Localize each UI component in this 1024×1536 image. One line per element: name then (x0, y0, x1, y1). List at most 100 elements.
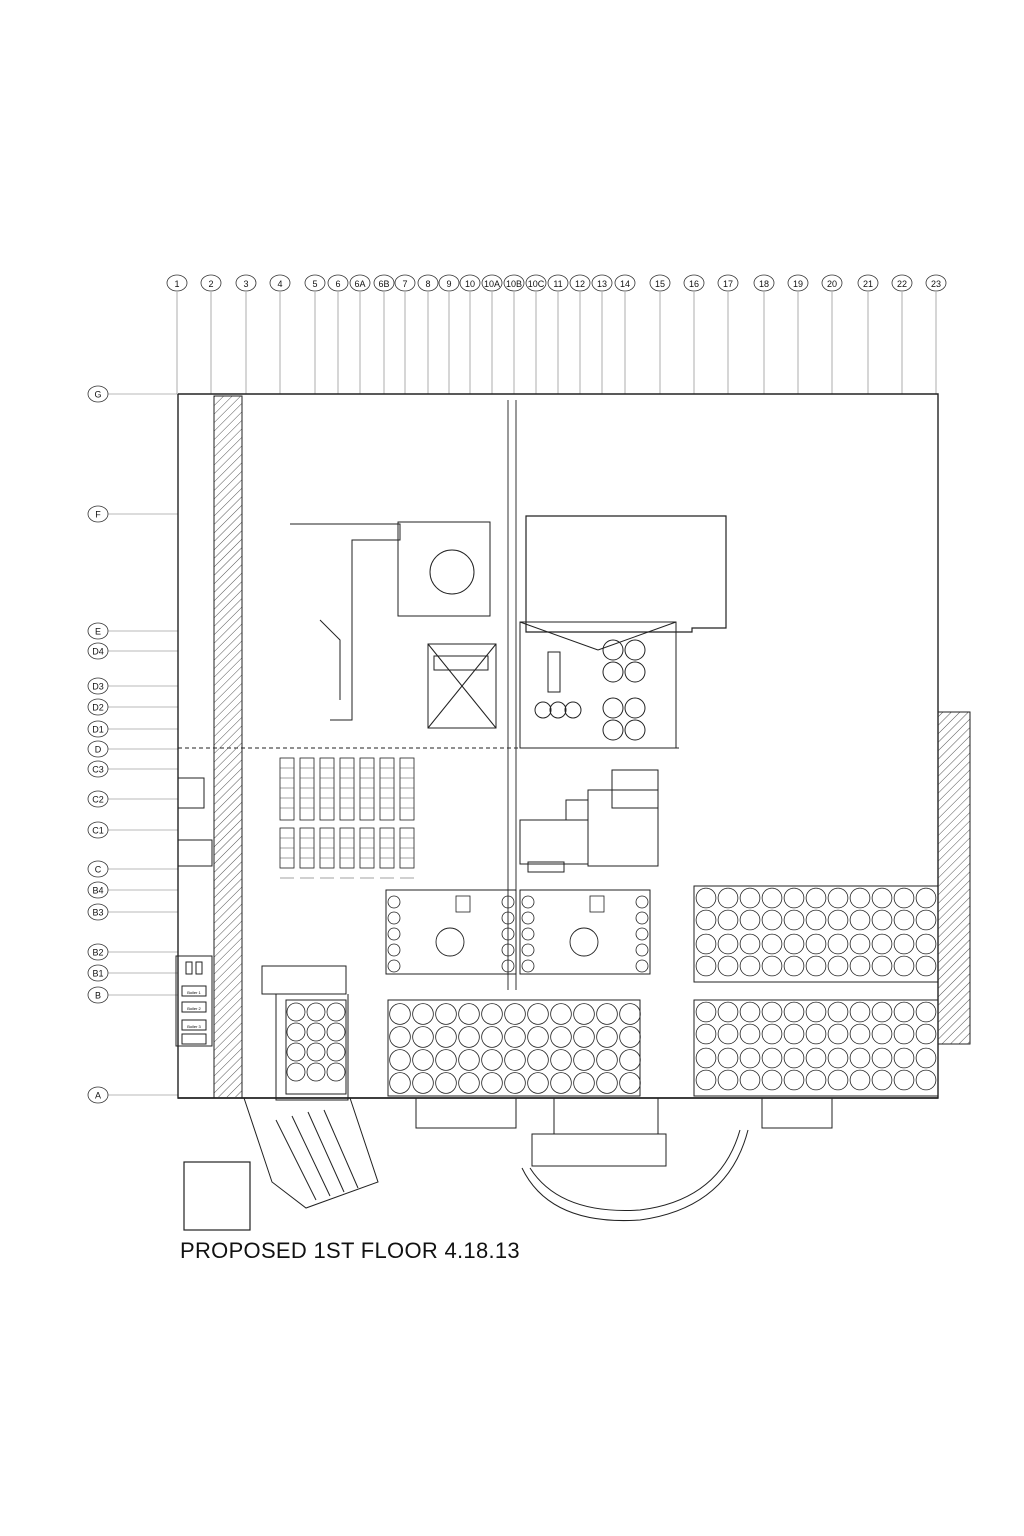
storage-tank (596, 1026, 618, 1048)
row-label: E (95, 627, 101, 637)
row-bubble: F (87, 505, 109, 523)
tank (387, 959, 401, 973)
storage-tank (717, 1047, 739, 1069)
storage-tank (573, 1003, 595, 1025)
storage-tank (849, 887, 871, 909)
tank (501, 927, 515, 941)
boiler-room (175, 777, 213, 1047)
storage-tank (306, 1002, 326, 1022)
column-bubble: 8 (417, 274, 439, 292)
row-label: A (95, 1091, 101, 1101)
column-bubble: 19 (787, 274, 809, 292)
storage-tank (871, 1069, 893, 1091)
row-label: B4 (92, 886, 103, 896)
south-annex (415, 1097, 833, 1222)
column-bubble: 3 (235, 274, 257, 292)
storage-tank (619, 1072, 641, 1094)
row-label: B1 (92, 969, 103, 979)
storage-tank (871, 933, 893, 955)
rack-bay (299, 757, 315, 821)
storage-tank (306, 1062, 326, 1082)
storage-tank (871, 955, 893, 977)
storage-tank (389, 1026, 411, 1048)
row-bubble: B1 (87, 964, 109, 982)
storage-tank (805, 1001, 827, 1023)
storage-tank (893, 1001, 915, 1023)
row-bubble: B3 (87, 903, 109, 921)
storage-tank (871, 887, 893, 909)
column-bubble: 6 (327, 274, 349, 292)
storage-tank (435, 1003, 457, 1025)
storage-tank (389, 1003, 411, 1025)
fermenter-room (385, 889, 517, 975)
storage-tank (893, 909, 915, 931)
storage-tank (458, 1072, 480, 1094)
storage-tank (717, 1001, 739, 1023)
tank (635, 911, 649, 925)
column-bubble: 10B (503, 274, 525, 292)
storage-tank (761, 1001, 783, 1023)
fermenter-rooms (385, 889, 651, 975)
storage-tank (761, 887, 783, 909)
rack-bay (379, 757, 395, 821)
storage-tank (915, 955, 937, 977)
storage-tank (527, 1049, 549, 1071)
row-label: D (95, 745, 102, 755)
storage-tank (481, 1072, 503, 1094)
column-bubble: 9 (438, 274, 460, 292)
column-bubble: 2 (200, 274, 222, 292)
tank (521, 927, 535, 941)
storage-tank (761, 909, 783, 931)
row-label: B2 (92, 948, 103, 958)
storage-tank (695, 1069, 717, 1091)
storage-tank (504, 1003, 526, 1025)
storage-tank (717, 955, 739, 977)
storage-tank (805, 1023, 827, 1045)
column-label: 4 (277, 279, 282, 289)
column-bubble: 23 (925, 274, 947, 292)
storage-tank (619, 1026, 641, 1048)
storage-tank (739, 1001, 761, 1023)
storage-tank (893, 955, 915, 977)
column-label: 10A (484, 279, 500, 289)
legend-box (183, 1161, 251, 1231)
row-bubble: B (87, 986, 109, 1004)
tank (521, 959, 535, 973)
row-bubble: B4 (87, 881, 109, 899)
storage-tank (286, 1002, 306, 1022)
column-bubble: 22 (891, 274, 913, 292)
tank (501, 943, 515, 957)
grid-lines (108, 292, 937, 1096)
storage-tank (739, 1069, 761, 1091)
storage-tank (739, 909, 761, 931)
drawing-title: PROPOSED 1ST FLOOR 4.18.13 (180, 1238, 520, 1263)
storage-tank (527, 1072, 549, 1094)
storage-tank (849, 1069, 871, 1091)
column-label: 15 (655, 279, 665, 289)
storage-tank (849, 933, 871, 955)
storage-tank (783, 1047, 805, 1069)
storage-tank (805, 909, 827, 931)
storage-tank (915, 887, 937, 909)
column-bubble: 7 (394, 274, 416, 292)
storage-tank (761, 1047, 783, 1069)
storage-tank (306, 1022, 326, 1042)
storage-tank (827, 1069, 849, 1091)
storage-tank (849, 1001, 871, 1023)
storage-tank (695, 887, 717, 909)
column-label: 5 (312, 279, 317, 289)
tank (501, 959, 515, 973)
row-label: D1 (92, 725, 104, 735)
storage-tank (739, 1023, 761, 1045)
storage-tank (893, 1069, 915, 1091)
row-label: G (94, 390, 101, 400)
storage-tank (717, 1023, 739, 1045)
storage-tank (695, 1001, 717, 1023)
storage-tank (871, 909, 893, 931)
column-label: 10C (528, 279, 545, 289)
column-label: 9 (446, 279, 451, 289)
storage-tank (871, 1001, 893, 1023)
column-bubble: 6B (373, 274, 395, 292)
